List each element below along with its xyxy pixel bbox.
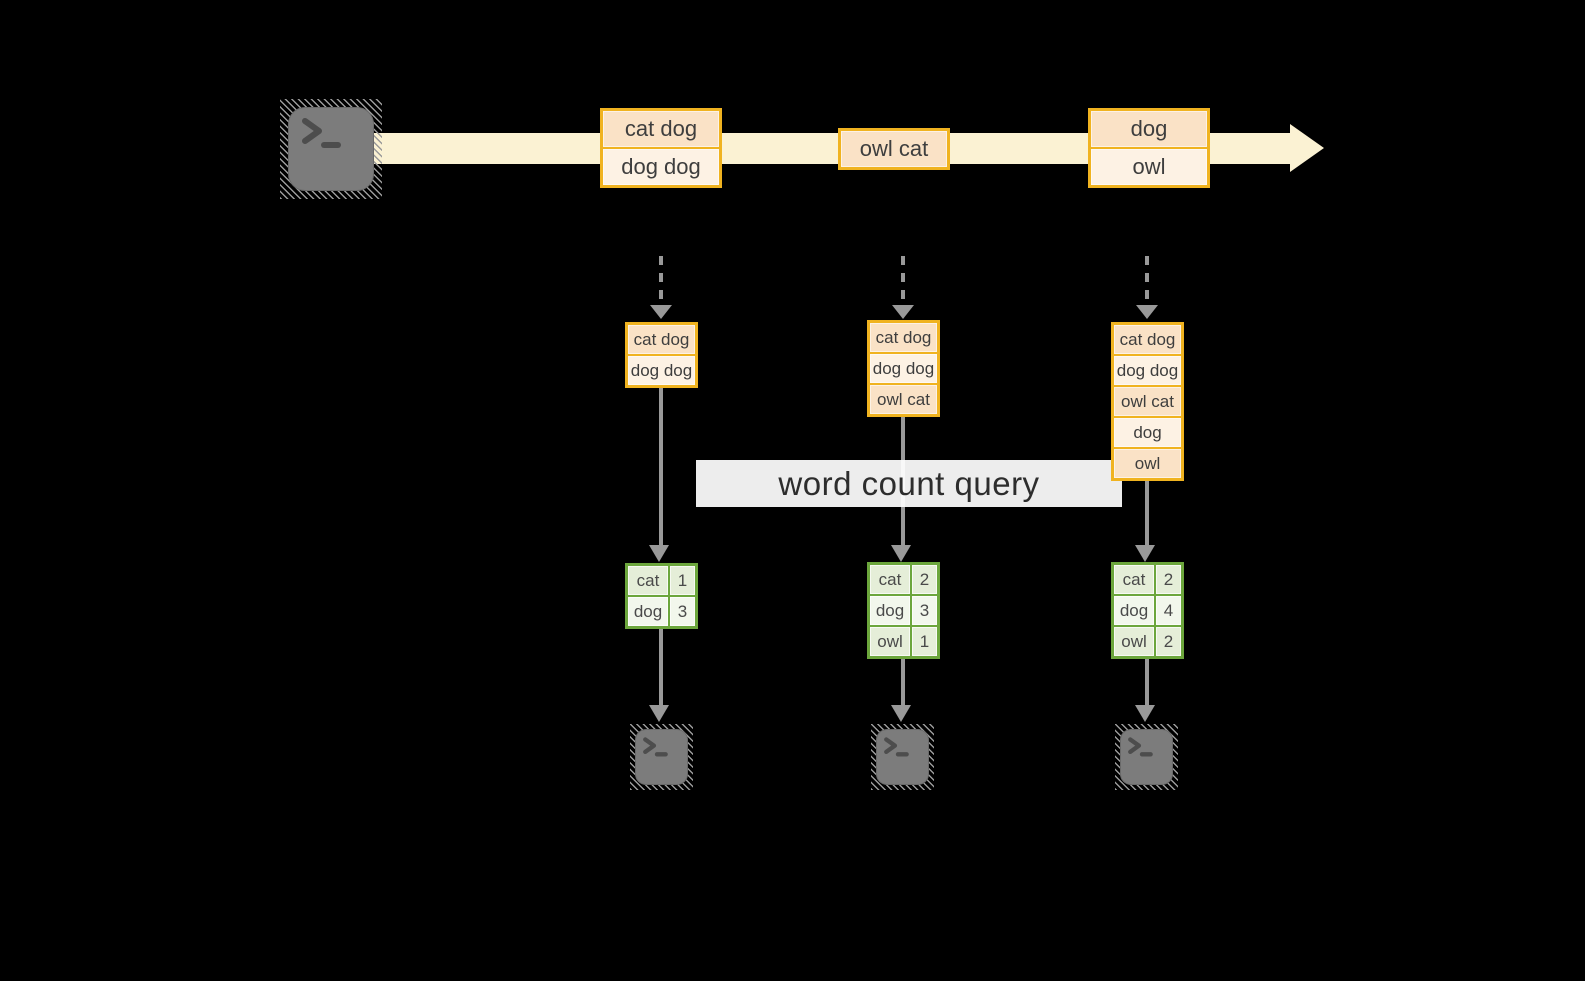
result-word-cell: cat [628, 566, 668, 595]
dashed-arrowhead-icon [650, 305, 672, 319]
terminal-prompt-icon [884, 737, 909, 757]
result-table-1: cat 1 dog 3 [625, 563, 698, 629]
stream-batch-line: owl cat [841, 131, 947, 167]
result-count-cell: 2 [912, 565, 937, 594]
query-label: word count query [778, 464, 1040, 502]
input-line: cat dog [870, 323, 937, 352]
sink-terminal-icon-3 [1115, 724, 1178, 790]
result-table-3: cat 2 dog 4 owl 2 [1111, 562, 1184, 659]
stream-batch-2: owl cat [838, 128, 950, 170]
result-word-cell: cat [1114, 565, 1154, 594]
stream-batch-line: owl [1091, 147, 1207, 185]
stream-batch-line: dog [1091, 111, 1207, 147]
sink-line-1 [659, 629, 663, 705]
result-count-cell: 2 [1156, 565, 1181, 594]
query-label-band: word count query [696, 460, 1122, 507]
result-table-2: cat 2 dog 3 owl 1 [867, 562, 940, 659]
sink-line-2 [901, 659, 905, 705]
sink-line-3 [1145, 659, 1149, 705]
connector-line-3 [1145, 481, 1149, 545]
result-word-cell: dog [1114, 596, 1154, 625]
dashed-arrowhead-icon [892, 305, 914, 319]
stream-batch-line: dog dog [603, 147, 719, 185]
connector-arrowhead-icon [649, 545, 669, 562]
connector-arrowhead-icon [891, 545, 911, 562]
input-stack-3: cat dog dog dog owl cat dog owl [1111, 322, 1184, 481]
input-line: dog dog [870, 352, 937, 383]
connector-line-1 [659, 388, 663, 545]
result-count-cell: 3 [670, 597, 695, 626]
terminal-prompt-icon [1128, 737, 1153, 757]
terminal-prompt-icon [643, 737, 668, 757]
input-line: owl cat [1114, 385, 1181, 416]
sink-arrowhead-icon [1135, 705, 1155, 722]
result-count-cell: 1 [670, 566, 695, 595]
result-word-cell: dog [870, 596, 910, 625]
input-line: dog [1114, 416, 1181, 447]
sink-terminal-icon-2 [871, 724, 934, 790]
result-count-cell: 1 [912, 627, 937, 656]
result-count-cell: 4 [1156, 596, 1181, 625]
result-word-cell: owl [1114, 627, 1154, 656]
result-word-cell: dog [628, 597, 668, 626]
result-word-cell: owl [870, 627, 910, 656]
terminal-prompt-icon [302, 118, 341, 148]
input-line: dog dog [1114, 354, 1181, 385]
stream-batch-1: cat dog dog dog [600, 108, 722, 188]
connector-arrowhead-icon [1135, 545, 1155, 562]
dashed-arrow-1 [659, 256, 663, 305]
dashed-arrow-3 [1145, 256, 1149, 305]
result-count-cell: 3 [912, 596, 937, 625]
stream-arrowhead-icon [1290, 124, 1324, 172]
result-count-cell: 2 [1156, 627, 1181, 656]
dashed-arrowhead-icon [1136, 305, 1158, 319]
input-stack-2: cat dog dog dog owl cat [867, 320, 940, 417]
input-line: owl [1114, 447, 1181, 478]
sink-arrowhead-icon [891, 705, 911, 722]
stream-batch-3: dog owl [1088, 108, 1210, 188]
result-word-cell: cat [870, 565, 910, 594]
input-line: cat dog [1114, 325, 1181, 354]
input-line: cat dog [628, 325, 695, 354]
dashed-arrow-2 [901, 256, 905, 305]
input-stack-1: cat dog dog dog [625, 322, 698, 388]
sink-terminal-icon-1 [630, 724, 693, 790]
stream-batch-line: cat dog [603, 111, 719, 147]
input-line: dog dog [628, 354, 695, 385]
input-line: owl cat [870, 383, 937, 414]
sink-arrowhead-icon [649, 705, 669, 722]
source-terminal-icon [280, 99, 382, 199]
